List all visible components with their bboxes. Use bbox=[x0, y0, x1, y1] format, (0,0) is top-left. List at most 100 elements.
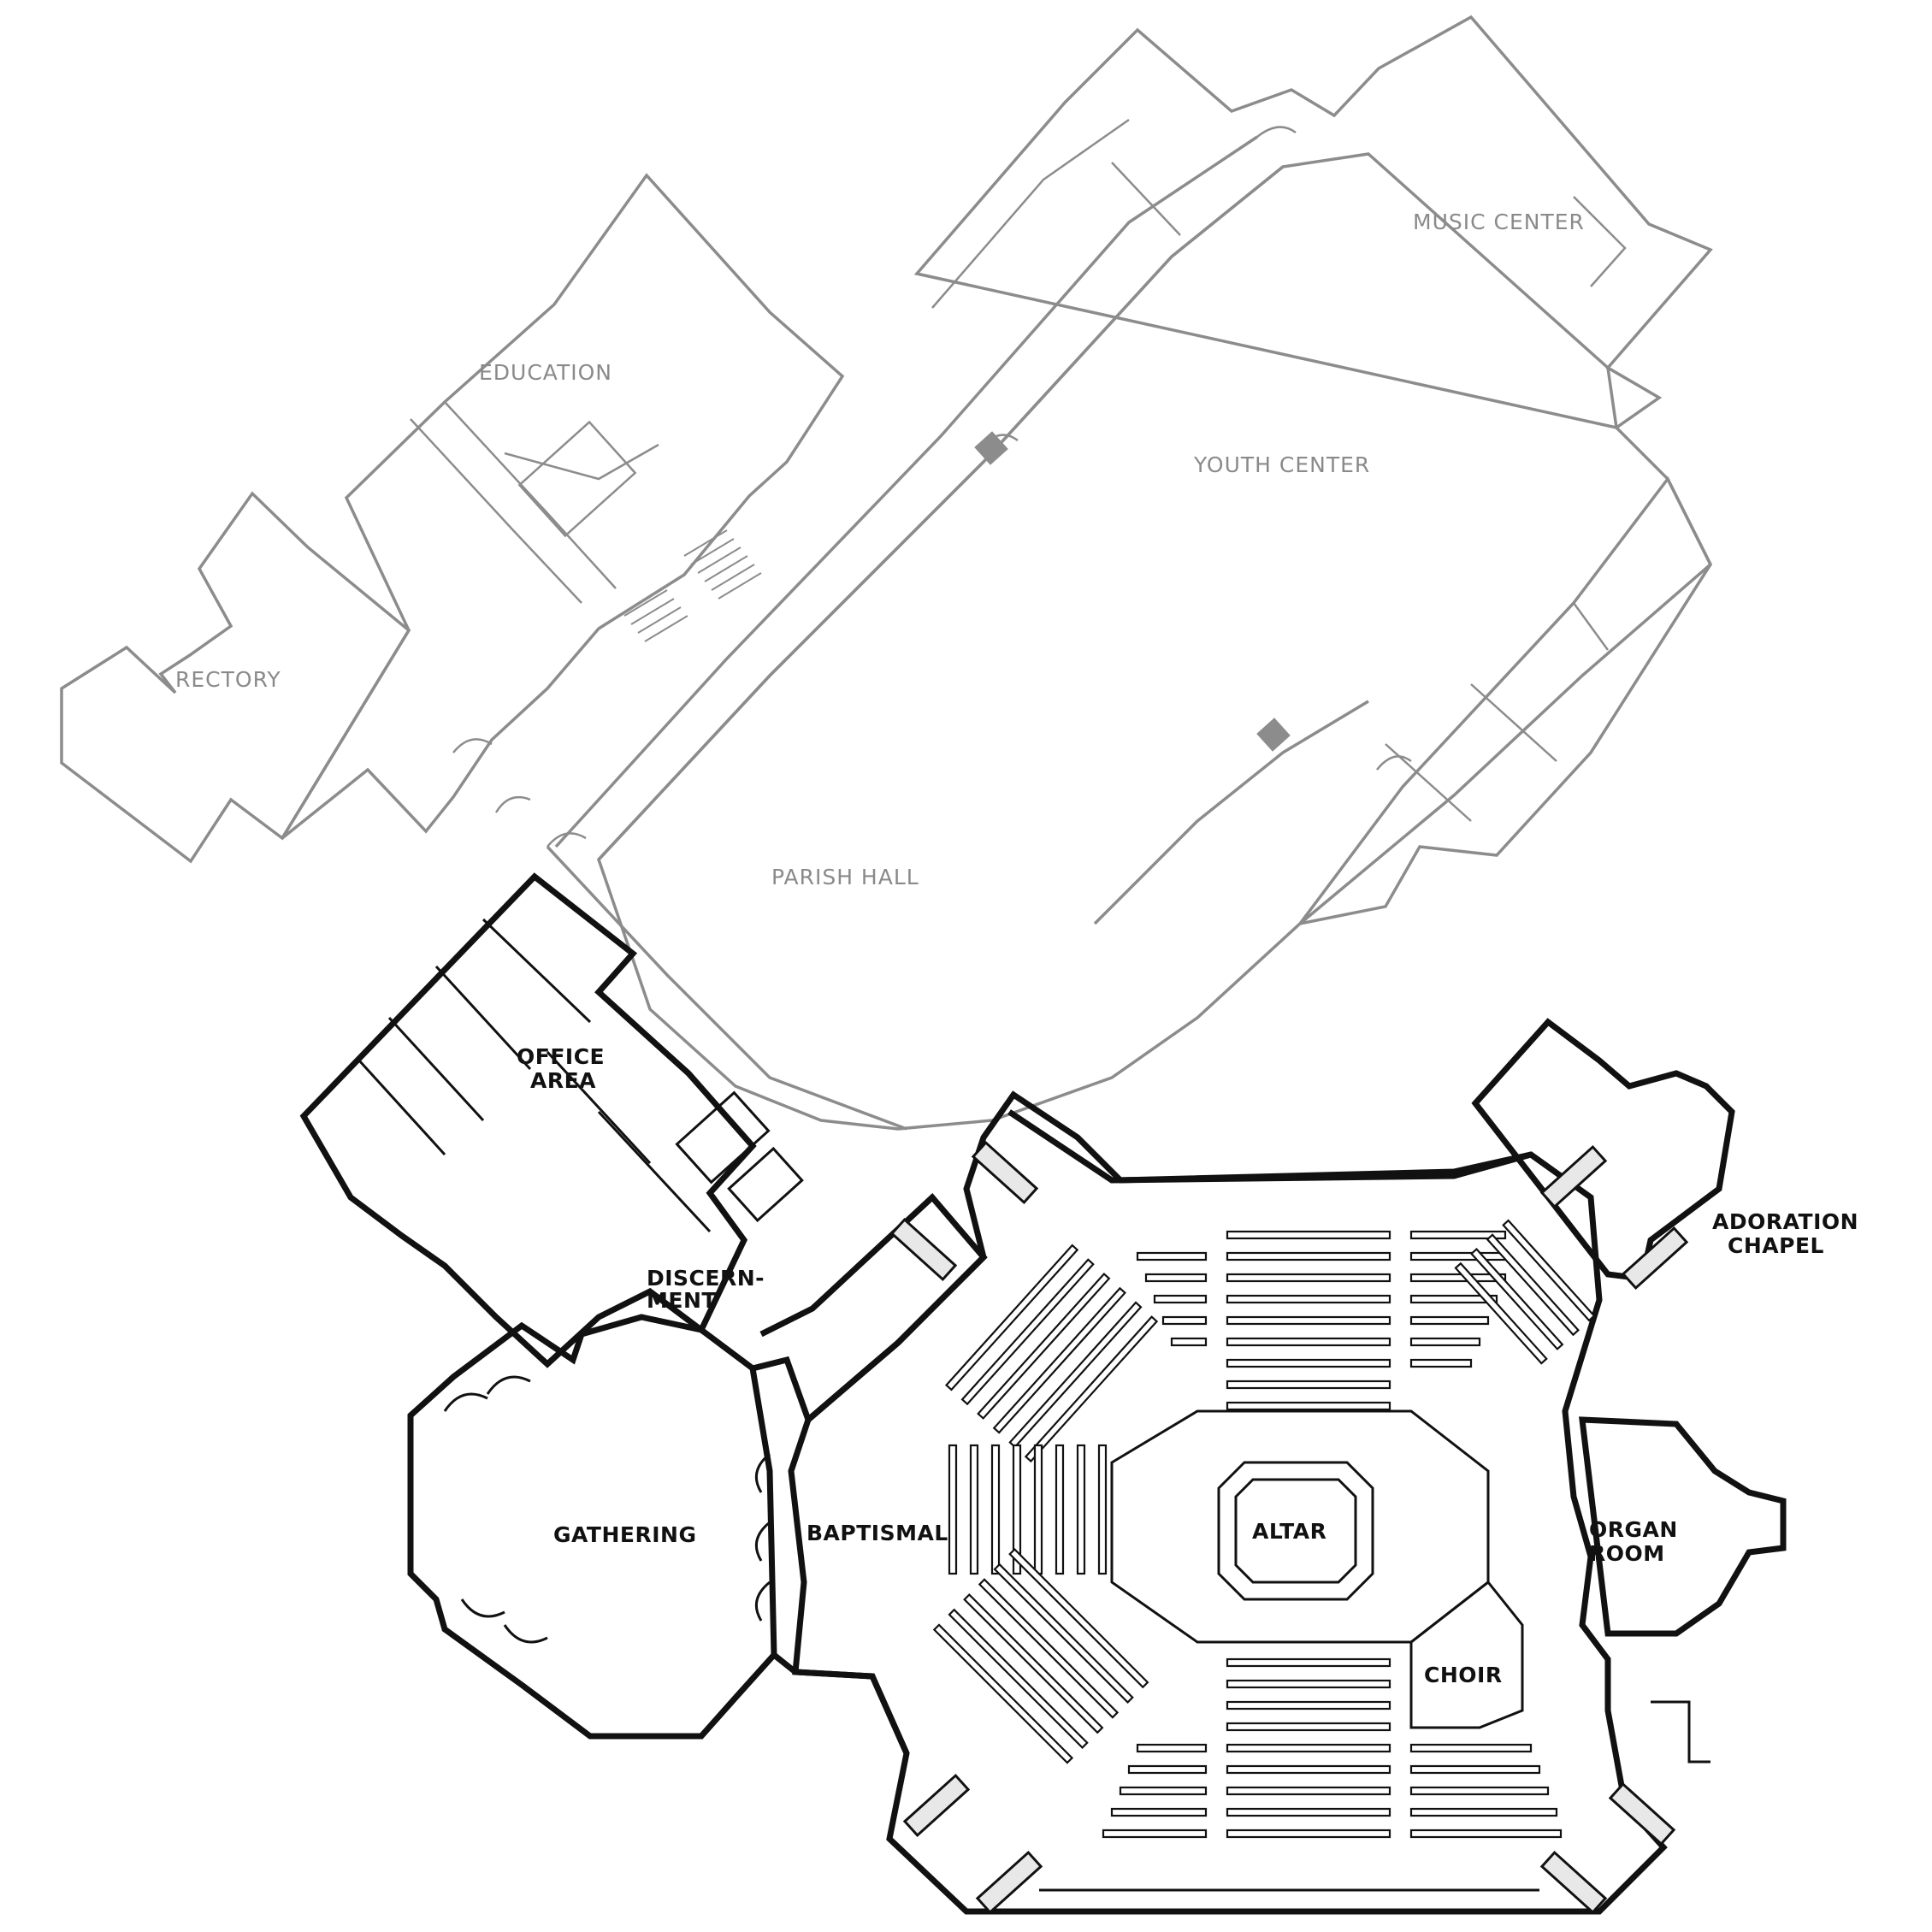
music-center-interior bbox=[1111, 162, 1181, 236]
sanctuary-roof bbox=[1007, 1109, 1532, 1184]
planter bbox=[1539, 1144, 1608, 1209]
pew bbox=[1008, 1301, 1143, 1449]
pew bbox=[1076, 1444, 1086, 1575]
pew bbox=[1226, 1401, 1391, 1411]
east-wing-outline bbox=[1296, 476, 1713, 926]
pew bbox=[1226, 1315, 1391, 1326]
pew bbox=[969, 1444, 979, 1575]
education-label: EDUCATION bbox=[479, 360, 612, 385]
pew bbox=[1055, 1444, 1065, 1575]
pew bbox=[1024, 1315, 1159, 1463]
pew bbox=[1102, 1829, 1208, 1839]
planter bbox=[902, 1773, 971, 1838]
pew bbox=[1409, 1807, 1558, 1817]
pew bbox=[1033, 1444, 1043, 1575]
education-outline bbox=[281, 173, 845, 840]
discernment-label: MENT bbox=[647, 1288, 717, 1313]
pew bbox=[1226, 1230, 1391, 1240]
youth-center-label: YOUTH CENTER bbox=[1193, 452, 1370, 477]
organ-room-label: ROOM bbox=[1589, 1541, 1665, 1566]
pew bbox=[1226, 1743, 1391, 1753]
music-center-label: MUSIC CENTER bbox=[1413, 210, 1585, 234]
pew bbox=[992, 1286, 1126, 1434]
pew bbox=[960, 1258, 1095, 1406]
corridor-wall bbox=[554, 135, 1258, 848]
pew bbox=[1136, 1743, 1208, 1753]
pew bbox=[977, 1272, 1111, 1420]
grey-doors bbox=[452, 126, 1412, 848]
pew bbox=[1012, 1444, 1022, 1575]
planter bbox=[1539, 1850, 1608, 1915]
choir-label: CHOIR bbox=[1424, 1663, 1503, 1687]
pew bbox=[1469, 1247, 1564, 1350]
baptismal-label: BAPTISMAL bbox=[806, 1521, 948, 1545]
parish-hall-wall bbox=[1093, 700, 1369, 925]
pew bbox=[1226, 1679, 1391, 1689]
pew bbox=[948, 1608, 1089, 1749]
pew bbox=[990, 1444, 1001, 1575]
pew bbox=[1226, 1337, 1391, 1347]
pew bbox=[1097, 1444, 1108, 1575]
column-marker bbox=[974, 431, 1008, 465]
pew bbox=[993, 1563, 1134, 1704]
planter bbox=[889, 1217, 958, 1282]
pew bbox=[1008, 1547, 1149, 1689]
music-center-outline bbox=[913, 15, 1713, 429]
parish-hall-wall bbox=[546, 845, 907, 1131]
pew bbox=[1486, 1233, 1580, 1337]
altar-platform bbox=[1110, 1409, 1524, 1729]
pew bbox=[1144, 1273, 1208, 1283]
pew bbox=[1226, 1807, 1391, 1817]
pew bbox=[1409, 1294, 1498, 1304]
gathering-outline bbox=[407, 1314, 777, 1740]
music-center-interior bbox=[1573, 196, 1627, 287]
pew bbox=[1409, 1230, 1507, 1240]
pew bbox=[1226, 1294, 1391, 1304]
altar-outline bbox=[1217, 1461, 1374, 1601]
office-area-label: AREA bbox=[530, 1068, 596, 1093]
office-partition bbox=[387, 1016, 485, 1122]
education-interior bbox=[504, 443, 659, 481]
pews-left bbox=[932, 1244, 1159, 1764]
planter bbox=[1621, 1226, 1689, 1291]
organ-room-outline bbox=[1579, 1416, 1787, 1637]
pew bbox=[1226, 1786, 1391, 1796]
pews-bottom bbox=[1102, 1657, 1563, 1839]
office-partition bbox=[357, 1059, 446, 1156]
parish-hall-label: PARISH HALL bbox=[771, 865, 919, 889]
pew bbox=[944, 1244, 1079, 1391]
pew bbox=[1409, 1337, 1481, 1347]
pew bbox=[932, 1623, 1074, 1764]
pew bbox=[1170, 1337, 1208, 1347]
pew bbox=[1454, 1261, 1548, 1365]
pew bbox=[1110, 1807, 1208, 1817]
pew bbox=[1226, 1657, 1391, 1668]
pew bbox=[1226, 1700, 1391, 1710]
existing-buildings bbox=[60, 15, 1713, 1131]
office-partition bbox=[434, 965, 532, 1071]
stairs bbox=[623, 529, 762, 642]
gathering-label: GATHERING bbox=[553, 1522, 696, 1547]
pew bbox=[1409, 1273, 1507, 1283]
adoration-chapel-outline bbox=[1471, 1018, 1735, 1282]
pew bbox=[1161, 1315, 1208, 1326]
pew bbox=[1409, 1764, 1541, 1775]
organ-room-label: ORGAN bbox=[1589, 1517, 1678, 1542]
discernment-label: DISCERN- bbox=[647, 1266, 765, 1291]
education-room bbox=[517, 420, 637, 538]
pew bbox=[1409, 1786, 1550, 1796]
education-interior bbox=[410, 418, 582, 604]
labels: MUSIC CENTER EDUCATION YOUTH CENTER RECT… bbox=[175, 210, 1858, 1687]
east-steps bbox=[1651, 1700, 1710, 1764]
corridor-wall bbox=[597, 165, 1285, 861]
planter bbox=[975, 1850, 1043, 1915]
pew bbox=[1226, 1829, 1391, 1839]
office-area-label: OFFICE bbox=[517, 1044, 605, 1069]
office-partition bbox=[546, 1050, 652, 1165]
pew bbox=[948, 1444, 958, 1575]
pew bbox=[1409, 1251, 1507, 1261]
education-interior bbox=[444, 401, 617, 589]
pew bbox=[1226, 1251, 1391, 1261]
pew bbox=[1409, 1743, 1533, 1753]
